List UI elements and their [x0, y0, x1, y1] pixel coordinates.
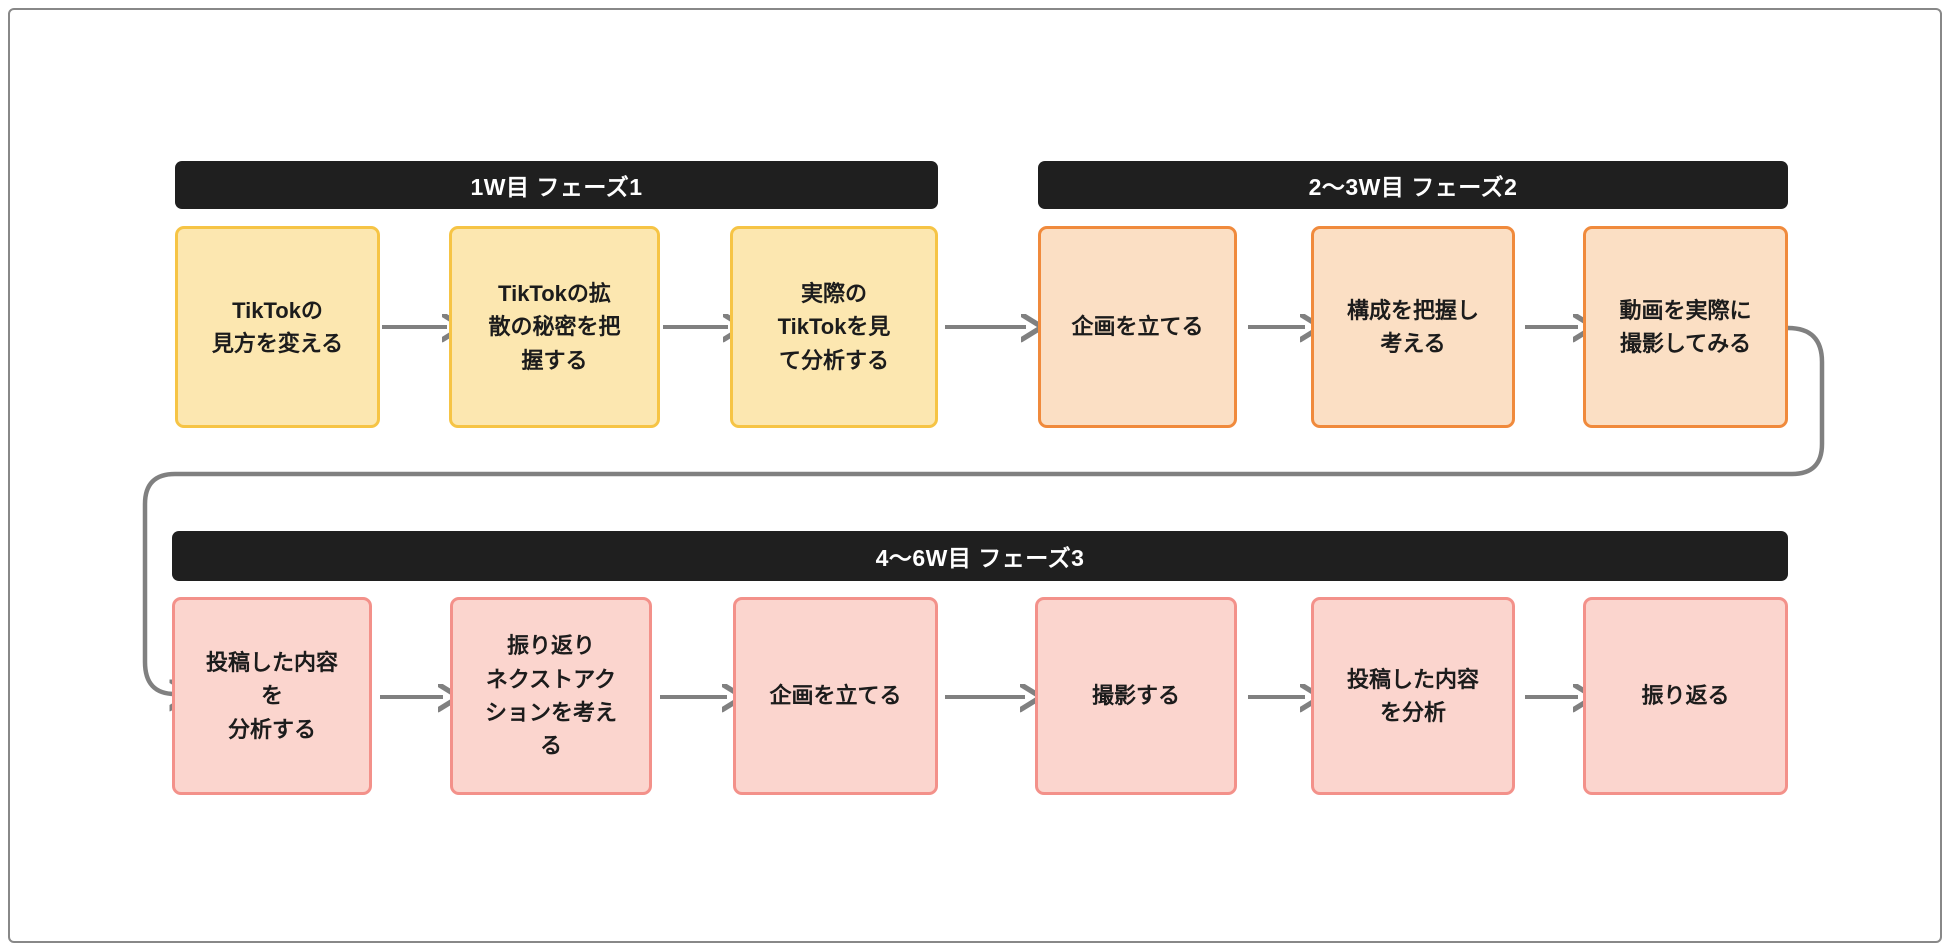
step-box-p3-1[interactable]: 投稿した内容 を 分析する — [172, 597, 372, 795]
step-box-p3-2[interactable]: 振り返り ネクストアク ションを考え る — [450, 597, 652, 795]
step-box-p3-6[interactable]: 振り返る — [1583, 597, 1788, 795]
step-box-p1-3[interactable]: 実際の TikTokを見 て分析する — [730, 226, 938, 428]
canvas-frame-border — [8, 8, 1942, 943]
step-box-p3-3[interactable]: 企画を立てる — [733, 597, 938, 795]
step-box-p3-4[interactable]: 撮影する — [1035, 597, 1237, 795]
phase-header-2: 2〜3W目 フェーズ2 — [1038, 161, 1788, 209]
phase-header-3: 4〜6W目 フェーズ3 — [172, 531, 1788, 581]
step-box-p1-1[interactable]: TikTokの 見方を変える — [175, 226, 380, 428]
step-box-p2-2[interactable]: 構成を把握し 考える — [1311, 226, 1515, 428]
wrap-connector-phase2-to-phase3 — [142, 325, 1825, 694]
step-box-p3-5[interactable]: 投稿した内容 を分析 — [1311, 597, 1515, 795]
step-box-p1-2[interactable]: TikTokの拡 散の秘密を把 握する — [449, 226, 660, 428]
phase-header-1: 1W目 フェーズ1 — [175, 161, 938, 209]
step-box-p2-3[interactable]: 動画を実際に 撮影してみる — [1583, 226, 1788, 428]
step-box-p2-1[interactable]: 企画を立てる — [1038, 226, 1237, 428]
